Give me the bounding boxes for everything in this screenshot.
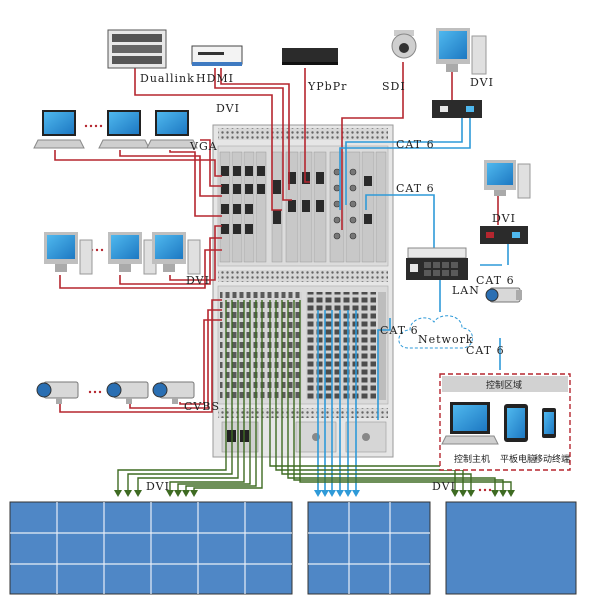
ypbpr-player-icon <box>282 48 338 65</box>
label-vga: VGA <box>189 140 218 153</box>
label-network: Network <box>418 333 474 346</box>
desktop-pc-icon <box>436 28 487 75</box>
control-zone-title: 控制区域 <box>486 379 522 391</box>
label-dvi-right: DVI <box>492 212 516 225</box>
label-dvi-out-left: DVI <box>146 480 170 493</box>
dome-camera-icon <box>391 30 417 59</box>
video-wall-icon <box>445 501 577 595</box>
label-cat6-b: CAT 6 <box>396 182 435 195</box>
blue-cat6-cables <box>317 115 509 490</box>
laptop-icon <box>33 110 198 149</box>
label-ypbpr: YPbPr <box>307 80 347 93</box>
label-cat6-c: CAT 6 <box>476 274 515 287</box>
label-dvi-left: DVI <box>186 274 210 287</box>
tablet-icon <box>504 404 528 442</box>
label-dvi-source: DVI <box>470 76 494 89</box>
label-cat6-e: CAT 6 <box>466 344 505 357</box>
red-input-cables <box>54 62 499 413</box>
label-cat6-d: CAT 6 <box>380 324 419 337</box>
device-label-host: 控制主机 <box>454 453 490 465</box>
server-icon <box>107 29 167 69</box>
label-dvi-top: DVI <box>216 102 240 115</box>
laptop-icon <box>441 402 499 445</box>
green-output-cables <box>117 300 512 490</box>
bullet-camera-icon <box>36 381 195 404</box>
label-sdi: SDI <box>382 80 406 93</box>
device-label-tablet: 平板电脑 <box>500 453 536 465</box>
green-arrowheads <box>114 490 515 497</box>
label-dvi-out-right: DVI <box>432 480 456 493</box>
label-duallink: Duallink <box>140 72 195 85</box>
device-label-mobile: 移动终端 <box>534 453 570 465</box>
network-switch-icon <box>406 247 468 280</box>
label-lan: LAN <box>452 284 480 297</box>
matrix-rack-icon <box>212 124 394 458</box>
bullet-camera-icon <box>485 287 522 303</box>
encoder-box-icon <box>432 100 482 118</box>
hdmi-player-icon <box>191 45 243 66</box>
label-cvbs: CVBS <box>184 400 220 413</box>
video-wall-icon <box>307 501 431 595</box>
desktop-pc-icon <box>484 160 531 199</box>
label-cat6-a: CAT 6 <box>396 138 435 151</box>
blue-arrowheads <box>314 490 360 497</box>
phone-icon <box>542 408 556 438</box>
network-cloud-icon <box>398 315 473 349</box>
desktop-pc-icon <box>44 232 201 275</box>
encoder-box-icon <box>480 226 528 244</box>
video-wall-icon <box>9 501 293 595</box>
label-hdmi: HDMI <box>196 72 234 85</box>
